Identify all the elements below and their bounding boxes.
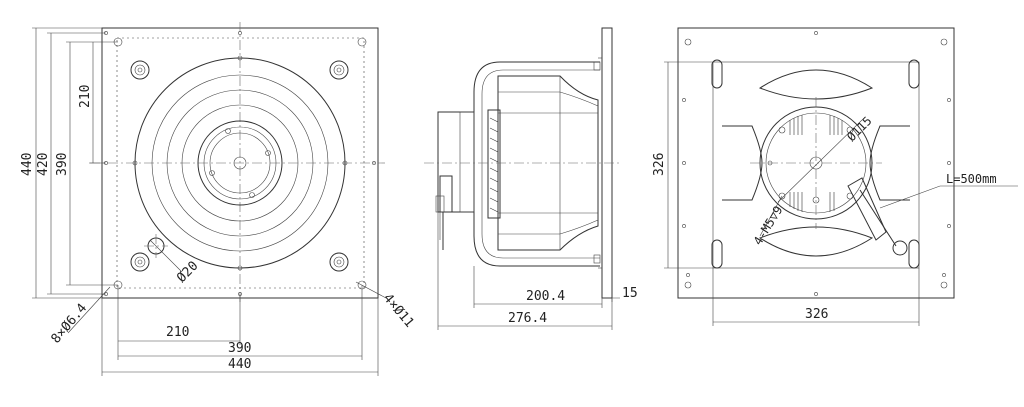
motor-fins: [489, 117, 499, 213]
front-shaft: [233, 156, 247, 170]
front-ring-2: [151, 74, 329, 252]
dim-440-vertical: [32, 27, 102, 299]
front-ring-4: [181, 104, 299, 222]
dim-rear-height: 326: [652, 153, 667, 176]
rear-cable-end: [892, 240, 908, 256]
slot: [908, 239, 920, 269]
dim-276-4: [437, 212, 613, 330]
dim-326-horizontal: [712, 268, 920, 326]
dim-width-half: 210: [166, 325, 189, 340]
dim-height-outer: 440: [20, 153, 35, 176]
front-motor-inner: [203, 126, 277, 200]
dim-390-horizontal: [117, 285, 363, 360]
ring-hole: [237, 55, 243, 61]
rear-plate-outline: [677, 27, 955, 299]
front-view: Ø20 440 420 390 210: [20, 22, 417, 376]
rear-view: Ø115 4-M5▽9 L=500mm 326 326: [652, 27, 1018, 326]
dim-200-4: [473, 266, 603, 308]
bracket-right: [869, 125, 910, 201]
dim-width-mid: 390: [228, 341, 251, 356]
cable-length: L=500mm: [946, 172, 997, 186]
rear-screw: [778, 126, 786, 134]
motor-screw: [265, 150, 271, 156]
plate-corner-hole: [357, 37, 367, 47]
ring-hole: [132, 160, 138, 166]
rear-screw: [778, 192, 786, 200]
leader-d20: [149, 239, 183, 273]
dim-height-inner: 390: [55, 153, 70, 176]
leader-bolt-holes: [67, 286, 111, 334]
dim-210-vertical: [89, 42, 106, 164]
dim-depth-total: 276.4: [508, 311, 547, 326]
dim-rear-width: 326: [805, 307, 828, 322]
dim-326-vertical: [664, 61, 713, 269]
rear-connector: [847, 177, 887, 241]
rear-corner-hole: [940, 281, 948, 289]
rear-frame: [712, 61, 920, 269]
front-outer-ring: [134, 57, 346, 269]
dim-screws: 4-M5▽9: [751, 203, 786, 247]
dim-15: [602, 297, 620, 302]
front-motor-ring: [197, 120, 283, 206]
dim-plate-thickness: 15: [622, 286, 638, 301]
dim-small-hole: Ø20: [174, 259, 201, 286]
bracket-bottom: [758, 226, 874, 257]
dim-440-horizontal: [101, 298, 379, 376]
side-motor: [487, 109, 501, 219]
side-connector: [439, 175, 453, 213]
dim-corner-holes: 4×Ø11: [380, 291, 417, 331]
rear-fins: [789, 115, 843, 212]
dim-depth-inner: 200.4: [526, 289, 565, 304]
side-impeller: [497, 75, 599, 251]
dim-line-d115: [777, 119, 863, 203]
side-view: 200.4 15 276.4: [424, 27, 638, 330]
plate-edge-hole: [372, 161, 376, 165]
ring-hole: [237, 265, 243, 271]
plate-edge-hole: [238, 31, 242, 35]
dim-210-horizontal: [117, 285, 241, 345]
slot: [711, 59, 723, 89]
mount-boss: [130, 60, 150, 80]
dim-diameter: Ø115: [844, 114, 874, 144]
ring-hole: [342, 160, 348, 166]
slot: [908, 59, 920, 89]
rear-corner-hole: [684, 38, 692, 46]
motor-screw: [225, 128, 231, 134]
front-ring-3: [166, 89, 314, 237]
front-hub: [209, 132, 271, 194]
dim-390-vertical: [66, 41, 118, 286]
dim-height-mid: 420: [36, 153, 51, 176]
dim-height-half: 210: [78, 85, 93, 108]
dim-width-outer: 440: [228, 357, 251, 372]
mount-boss: [130, 252, 150, 272]
rear-cable: [859, 189, 897, 247]
mount-boss: [329, 252, 349, 272]
dim-bolt-holes: 8×Ø6.4: [49, 301, 91, 347]
slot: [711, 239, 723, 269]
mount-boss: [329, 60, 349, 80]
leader-corner-holes: [355, 281, 387, 299]
dim-420-vertical: [47, 32, 106, 295]
bracket-left: [722, 125, 763, 201]
rear-screw: [846, 126, 854, 134]
motor-screw: [209, 170, 215, 176]
motor-screw: [249, 192, 255, 198]
side-rear-cover: [437, 111, 475, 213]
leader-screws: [759, 195, 783, 237]
rear-corner-hole: [684, 281, 692, 289]
leader-cable-length: [879, 185, 941, 209]
rear-corner-hole: [940, 38, 948, 46]
bracket-top: [758, 69, 874, 100]
